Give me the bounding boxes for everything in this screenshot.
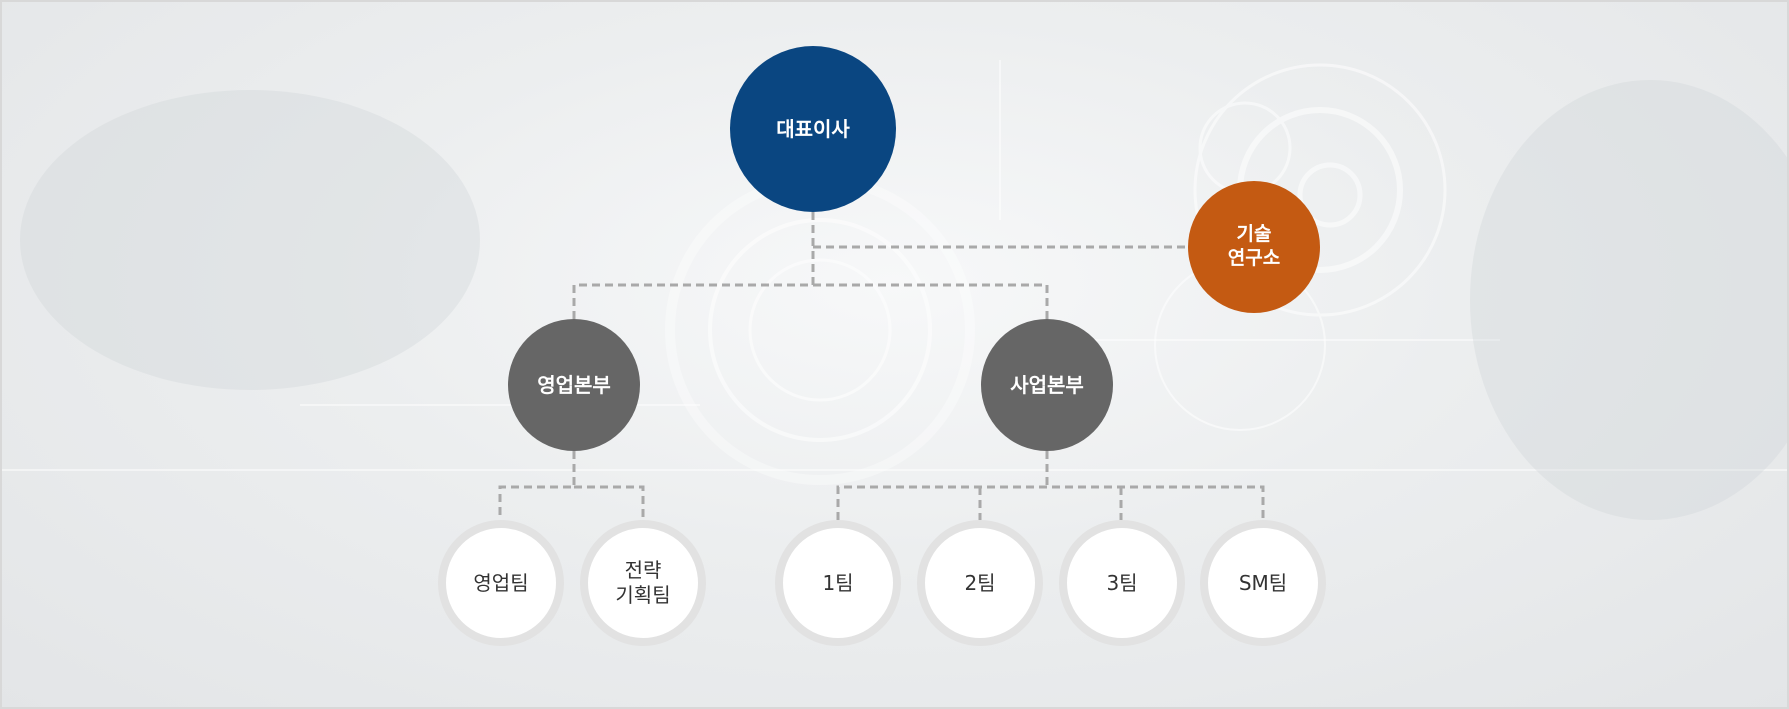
connector-sales-team-1 xyxy=(498,451,576,520)
connector-divisions xyxy=(572,283,1049,319)
team-label: 전략 기획팀 xyxy=(615,558,671,607)
business-division-label: 사업본부 xyxy=(1010,372,1084,397)
team-label: 영업팀 xyxy=(473,570,529,595)
team-label: 1팀 xyxy=(822,570,854,595)
connector-sales-team-2 xyxy=(574,485,645,520)
business-division-node: 사업본부 xyxy=(981,319,1113,451)
team-label: 3팀 xyxy=(1106,570,1138,595)
team-node-sales: 영업팀 xyxy=(438,520,564,646)
ceo-label: 대표이사 xyxy=(776,116,850,141)
research-lab-node: 기술 연구소 xyxy=(1188,181,1320,313)
team-node-strategy: 전략 기획팀 xyxy=(580,520,706,646)
sales-division-node: 영업본부 xyxy=(508,319,640,451)
team-label: 2팀 xyxy=(964,570,996,595)
ceo-node: 대표이사 xyxy=(730,46,896,212)
team-label: SM팀 xyxy=(1238,570,1288,595)
team-node-sm: SM팀 xyxy=(1200,520,1326,646)
connector-biz-teams xyxy=(836,485,1265,520)
sales-division-label: 영업본부 xyxy=(537,372,611,397)
team-node-3: 3팀 xyxy=(1059,520,1185,646)
team-node-1: 1팀 xyxy=(775,520,901,646)
team-node-2: 2팀 xyxy=(917,520,1043,646)
research-lab-label: 기술 연구소 xyxy=(1227,223,1281,269)
